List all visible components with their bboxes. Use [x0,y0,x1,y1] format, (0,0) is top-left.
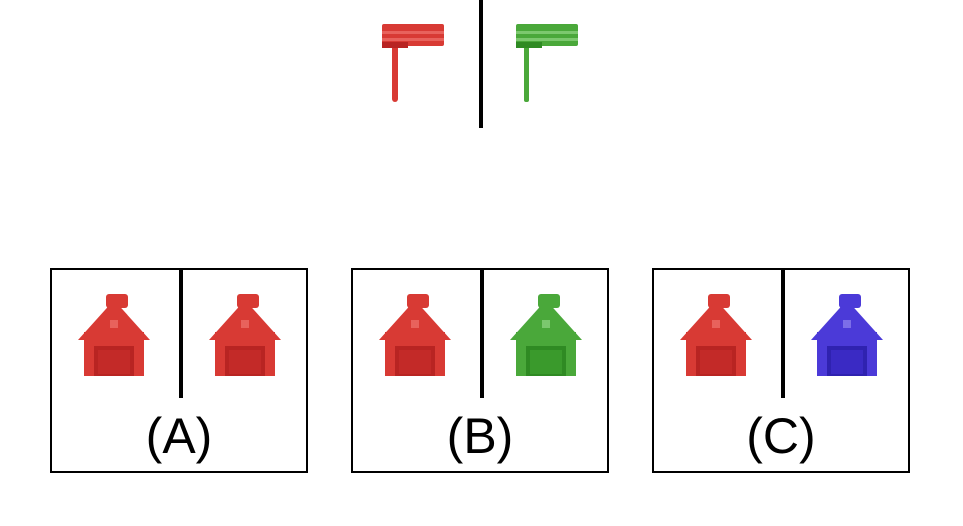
option-label: (B) [446,408,514,464]
red-flag-icon [382,24,444,102]
option-label: (A) [145,408,213,464]
blue-barn-icon [811,294,883,376]
red-barn-icon [379,294,451,376]
option-label: (C) [746,408,816,464]
option-c[interactable]: (C) [652,268,910,473]
green-barn-icon [510,294,582,376]
option-divider [480,270,484,398]
option-a[interactable]: (A) [50,268,308,473]
prompt-divider [479,0,483,128]
green-flag-icon [516,24,578,102]
red-barn-icon [680,294,752,376]
red-barn-icon [78,294,150,376]
option-divider [179,270,183,398]
red-barn-icon [209,294,281,376]
option-divider [781,270,785,398]
option-b[interactable]: (B) [351,268,609,473]
